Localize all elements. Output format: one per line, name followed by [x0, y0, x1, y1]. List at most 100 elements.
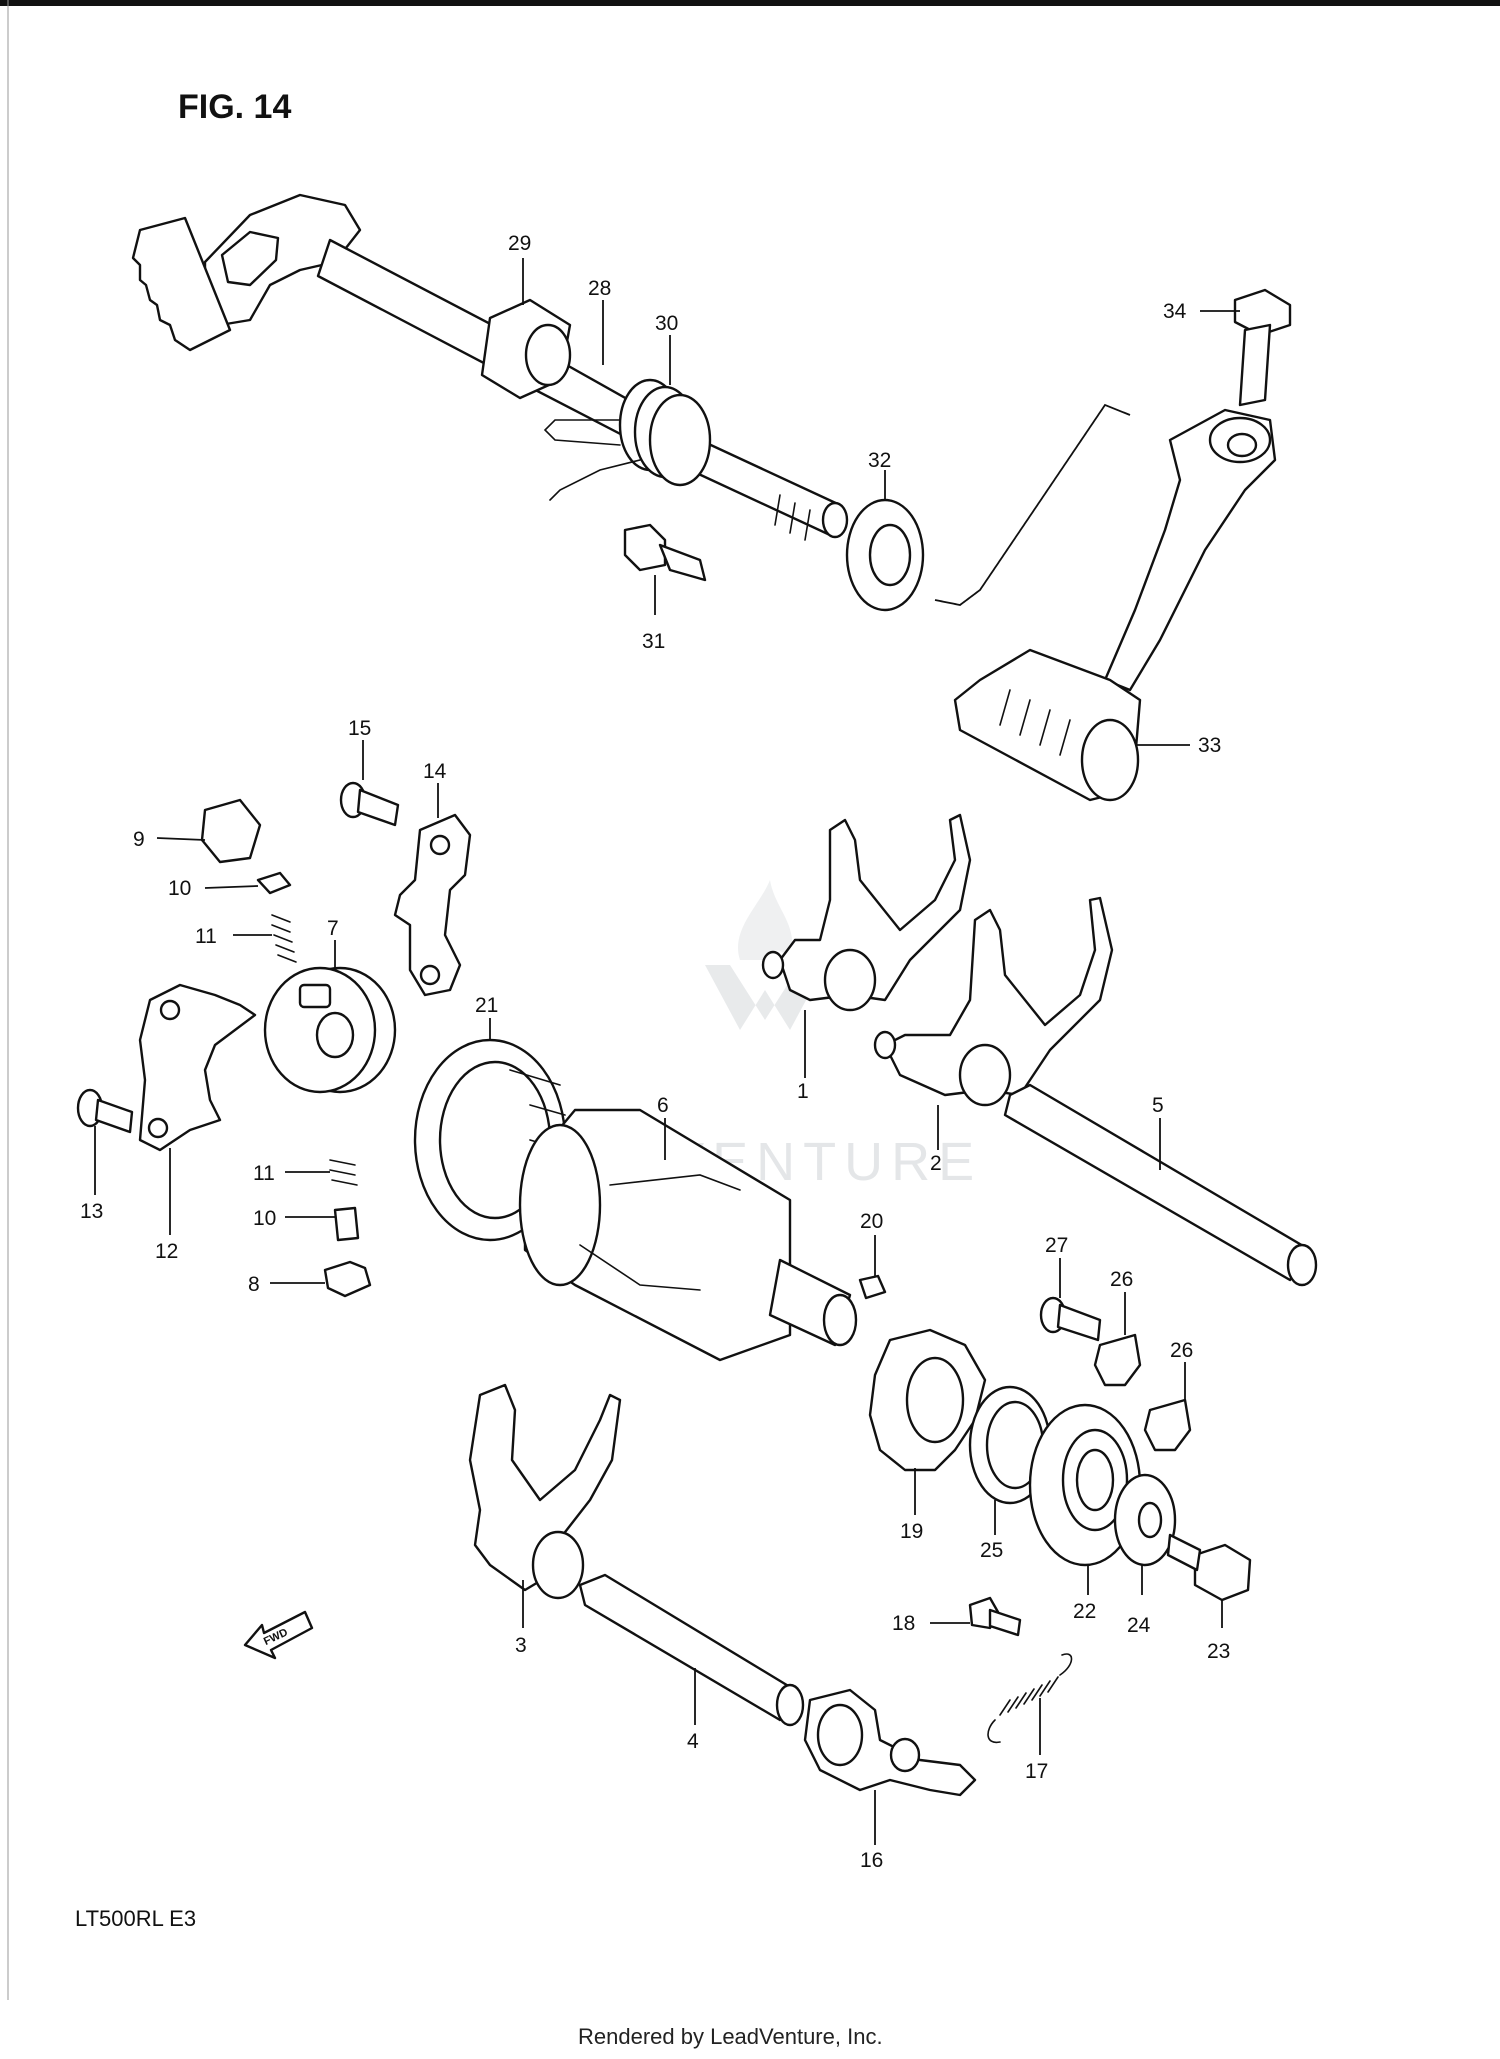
- callout-23: 23: [1207, 1640, 1230, 1663]
- oil-seal-inner: [868, 523, 912, 587]
- plate-hole-2: [419, 964, 441, 986]
- part-3-shift-fork: [468, 1383, 622, 1600]
- callout-7: 7: [327, 917, 339, 940]
- stopper-arm-plate: [138, 983, 257, 1152]
- fork-3-body: [468, 1383, 622, 1592]
- cam-plate-hub: [905, 1356, 965, 1444]
- callout-10a: 10: [168, 877, 191, 900]
- shift-cam-front: [518, 1123, 602, 1287]
- part-11-spring-lower: [329, 1159, 358, 1186]
- part-4-fork-shaft: [578, 1573, 805, 1727]
- lever-arm: [1103, 408, 1277, 692]
- part-11-spring-upper: [271, 914, 297, 963]
- callout-8: 8: [248, 1273, 260, 1296]
- callout-2-watermark: 2: [930, 1152, 942, 1175]
- part-9-cam-stopper: [200, 798, 262, 864]
- fork-1-pin: [761, 950, 785, 980]
- callout-20: 20: [860, 1210, 883, 1233]
- part-23-bolt: [1166, 1533, 1252, 1602]
- lever-boss-hole: [1226, 432, 1258, 458]
- part-1-shift-fork: [761, 813, 972, 1012]
- lifter-16-ring: [816, 1703, 864, 1767]
- spring-leg-2: [549, 459, 641, 501]
- callout-9: 9: [133, 828, 145, 851]
- cam-gear-hub: [315, 1011, 355, 1059]
- fork-3-boss: [531, 1530, 585, 1600]
- shift-shaft-splines: [774, 494, 811, 541]
- bearing-21-rollers: [509, 1069, 566, 1186]
- callout-31: 31: [642, 630, 665, 653]
- part-14-plate: [393, 813, 472, 997]
- screw-27-shank: [1056, 1303, 1102, 1342]
- callout-13: 13: [80, 1200, 103, 1223]
- fork-1-boss: [823, 948, 877, 1012]
- callout-29: 29: [508, 232, 531, 255]
- screw-13-shank: [94, 1098, 134, 1134]
- part-6-shift-cam: [518, 1108, 858, 1362]
- fork-shaft-4-end: [775, 1683, 805, 1727]
- callout-11b: 11: [253, 1162, 275, 1185]
- part-27-screw: [1039, 1296, 1102, 1342]
- cam-gear-pin-slot: [298, 983, 332, 1009]
- bolt-23-shank: [1166, 1533, 1202, 1572]
- callout-26a: 26: [1110, 1268, 1133, 1291]
- part-5-fork-shaft: [1003, 1083, 1318, 1287]
- fork-2-boss: [958, 1043, 1012, 1107]
- lifter-16-knob: [889, 1737, 921, 1773]
- plate-hole-1: [429, 834, 451, 856]
- fork-shaft-4-body: [578, 1573, 797, 1722]
- callout-32: 32: [868, 449, 891, 472]
- callout-27: 27: [1045, 1234, 1068, 1257]
- spring-leg-1: [543, 419, 621, 446]
- part-33-gearshift-lever: [934, 403, 1277, 802]
- collar-face: [524, 323, 572, 387]
- stopper-bolt-head: [623, 523, 667, 572]
- callout-28: 28: [588, 277, 611, 300]
- part-17-spring: [987, 1653, 1073, 1744]
- callout-33: 33: [1198, 734, 1221, 757]
- part-13-screw: [76, 1088, 134, 1134]
- callout-2: 2: [930, 1152, 942, 1175]
- watermark-flame-icon: [737, 880, 793, 960]
- part-10-pin-lower: [333, 1206, 360, 1242]
- part-29-collar: [480, 298, 572, 400]
- figure-title: FIG. 14: [178, 88, 291, 126]
- callout-10b: 10: [253, 1207, 276, 1230]
- lever-pedal-grooves: [999, 689, 1071, 756]
- part-16-lifter: [803, 1688, 977, 1797]
- fork-2-body: [883, 896, 1114, 1097]
- callout-24: 24: [1127, 1614, 1151, 1637]
- fwd-arrow-icon: [243, 1610, 314, 1660]
- stopper-bolt-shank: [658, 543, 707, 582]
- bolt-18-shank: [988, 1608, 1022, 1637]
- screw-15-shank: [356, 788, 400, 827]
- stopper-plate-hole-1: [159, 999, 181, 1021]
- part-21-bearing: [413, 1038, 567, 1242]
- part-34-lever-bolt: [1233, 288, 1292, 407]
- leader-9: [156, 837, 206, 841]
- bolt-23-head: [1193, 1543, 1252, 1602]
- callout-1: 1: [797, 1080, 809, 1103]
- callout-12: 12: [155, 1240, 178, 1263]
- fork-1-body: [778, 813, 972, 1002]
- part-10-pin-upper: [256, 871, 292, 895]
- part-20-pin: [858, 1274, 887, 1300]
- callout-6: 6: [657, 1094, 669, 1117]
- callout-26b: 26: [1170, 1339, 1193, 1362]
- callout-22: 22: [1073, 1600, 1096, 1623]
- part-26-lock-plate-b: [1143, 1398, 1192, 1452]
- lever-assembly-dash-line: [934, 403, 1131, 606]
- shift-cam-groove-1: [609, 1174, 741, 1191]
- callout-21: 21: [475, 994, 498, 1017]
- part-2-shift-fork: [873, 896, 1114, 1107]
- forward-direction-arrow: FWD: [243, 1610, 314, 1660]
- fork-shaft-5-end: [1286, 1243, 1318, 1287]
- part-12-stopper-plate: [138, 983, 257, 1152]
- stopper-plate-hole-2: [147, 1117, 169, 1139]
- callout-leaders: [94, 258, 1240, 1845]
- footer-credit: Rendered by LeadVenture, Inc.: [578, 2024, 883, 2049]
- callout-11a: 11: [195, 925, 217, 948]
- bearing-22-bore: [1075, 1448, 1115, 1512]
- stopper-plate-body: [393, 813, 472, 997]
